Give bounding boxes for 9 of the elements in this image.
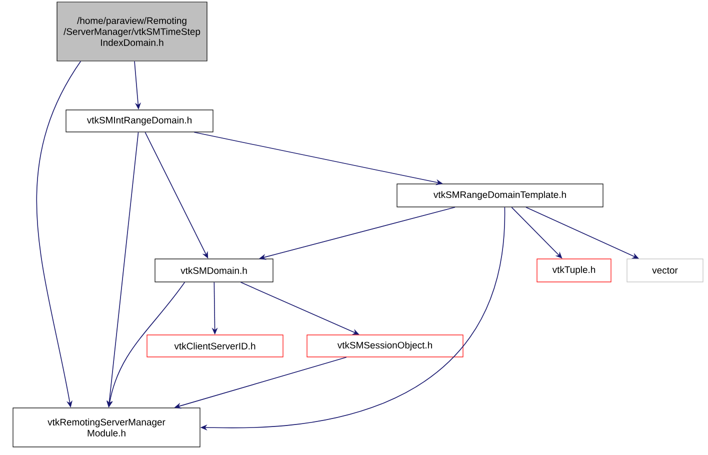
file-box: vector (626, 258, 704, 282)
file-box: vtkSMSessionObject.h (306, 334, 464, 358)
file-box: vtkTuple.h (536, 258, 612, 282)
file-box: vtkClientServerID.h (146, 334, 284, 358)
file-box: vtkSMRangeDomainTemplate.h (396, 184, 604, 208)
file-box: vtkSMDomain.h (154, 258, 274, 282)
file-box: vtkRemotingServerManager Module.h (12, 408, 200, 448)
file-box: /home/paraview/Remoting /ServerManager/vtkSMTimeStep IndexDomain.h (56, 2, 208, 62)
file-box: vtkSMIntRangeDomain.h (66, 110, 214, 132)
